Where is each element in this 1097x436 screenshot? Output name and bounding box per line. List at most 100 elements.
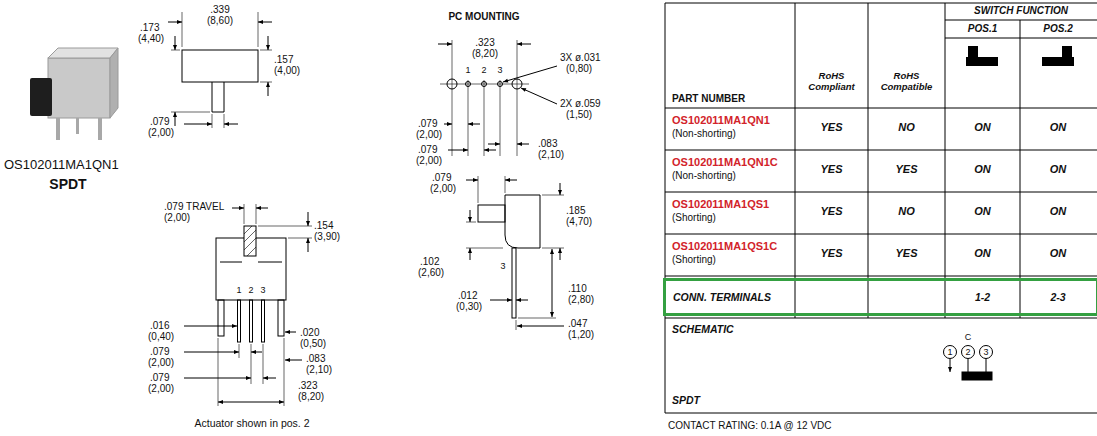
dimension-label: .079 (418, 144, 437, 155)
pc-mounting-drawing-part (521, 88, 557, 104)
dimension-label: .016 (150, 320, 169, 331)
dimension-label: (0,80) (566, 63, 592, 74)
table-cell: YES (820, 248, 842, 259)
rating-note: CONTACT RATING: 0.1A @ 12 VDC (668, 421, 832, 431)
dimension-label: (2,60) (418, 267, 444, 278)
dimension-label: .079 (150, 372, 169, 383)
top-view-drawing-part (175, 36, 176, 50)
table-header: POS.2 (1043, 24, 1072, 34)
table-header: PART NUMBER (672, 94, 745, 104)
dimension-label: (8,20) (298, 391, 324, 402)
bottom-view-drawing-part (218, 300, 224, 336)
table-header: RoHS Compatible (877, 70, 937, 92)
bottom-view-drawing (184, 204, 312, 406)
dimension-label: (0,30) (456, 301, 482, 312)
side-view-drawing-part (512, 248, 516, 318)
part-number: OS102011MA1QN1 (672, 115, 770, 126)
table-row-label: SPDT (672, 395, 700, 406)
switch-photo-part (110, 48, 118, 118)
table-cell: ON (974, 206, 991, 217)
table-header: RoHS Compliant (802, 70, 862, 92)
switch-position-icon-part (1042, 57, 1074, 66)
top-view-drawing (168, 12, 272, 128)
spdt-schematic-symbol-part (950, 359, 951, 372)
dimension-label: .079 (150, 116, 169, 127)
bottom-view-drawing-part (308, 212, 309, 226)
bottom-view-drawing-part (251, 352, 262, 353)
dimension-label: (1,20) (568, 329, 594, 340)
dimension-label: .110 (568, 283, 587, 294)
top-view-drawing-part (171, 12, 272, 128)
terminal-pair: 2-3 (1050, 292, 1065, 303)
bottom-view-drawing-part (184, 326, 237, 327)
bottom-view-drawing-part (238, 300, 241, 342)
bottom-view-drawing-part (308, 238, 309, 252)
table-cell: ON (1050, 248, 1067, 259)
pc-mounting-drawing-part (438, 44, 452, 45)
bottom-view-drawing-part (244, 226, 256, 256)
dimension-label: .079 (150, 346, 169, 357)
table-cell: YES (895, 164, 917, 175)
dimension-label: .102 (420, 256, 439, 267)
dimension-label: .079 (418, 118, 437, 129)
table-header: POS.1 (968, 24, 997, 34)
bottom-view-drawing-part (285, 360, 302, 361)
dimension-label: .157 (274, 54, 293, 65)
dimension-label: .154 (314, 220, 333, 231)
top-view-drawing-part (168, 22, 182, 23)
dimension-label: (0,40) (148, 331, 174, 342)
side-view-drawing-part (478, 205, 505, 222)
top-view-drawing-part (224, 124, 238, 125)
dimension-label: 3X ø.031 (560, 52, 601, 63)
table-cell: YES (820, 206, 842, 217)
spdt-schematic-symbol-part (968, 359, 986, 373)
switch-position-icon (966, 46, 1074, 66)
terminal-label: 3 (983, 348, 988, 357)
pc-mounting-drawing-part (440, 40, 529, 156)
bottom-view-drawing-part (250, 300, 253, 342)
bottom-view-drawing-part (184, 378, 251, 379)
pc-mounting-drawing-part (484, 150, 496, 151)
side-view-drawing-part (516, 300, 528, 301)
pin-number: 2 (481, 66, 486, 75)
pin-number: 2 (248, 286, 253, 295)
row-label: CONN. TERMINALS (673, 292, 771, 303)
bottom-view-drawing-part (244, 226, 256, 256)
dimension-label: (2,00) (430, 183, 456, 194)
table-grid (665, 3, 1097, 413)
pc-mounting-drawing-part (503, 66, 557, 82)
table-row-label: SCHEMATIC (672, 324, 734, 335)
dimension-label: (2,10) (306, 364, 332, 375)
bottom-view-drawing-part (220, 262, 282, 263)
terminal-label: 1 (947, 348, 952, 357)
view-heading: PC MOUNTING (448, 12, 519, 22)
bottom-view-drawing-part (263, 378, 276, 379)
top-view-drawing-part (258, 22, 272, 23)
pc-mounting-drawing-part (444, 124, 452, 125)
dimension-label: (2,00) (148, 127, 174, 138)
table-cell: YES (820, 122, 842, 133)
pin-number: 1 (236, 286, 241, 295)
dimension-label: (2,00) (164, 212, 190, 223)
side-view-drawing-part (466, 180, 478, 181)
side-view-drawing-part (490, 300, 512, 301)
highlight-box: CONN. TERMINALS 1-2 2-3 (663, 278, 1097, 316)
dimension-label: .020 (300, 327, 319, 338)
dimension-label: .339 (210, 4, 229, 15)
pc-mounting-drawing (438, 40, 557, 156)
dimension-label: .079 TRAVEL (164, 201, 224, 212)
bottom-view-drawing-part (278, 300, 284, 336)
pc-mounting-drawing-part (468, 124, 480, 125)
table-cell: ON (974, 164, 991, 175)
bottom-view-drawing-part (218, 402, 284, 403)
switch-photo-part (48, 58, 110, 118)
spdt-schematic-symbol-part (962, 346, 975, 359)
dimension-label: (2,10) (538, 149, 564, 160)
terminal-pair: 1-2 (975, 292, 990, 303)
pin-number: 1 (465, 66, 470, 75)
bottom-view-drawing-part (285, 332, 296, 333)
switch-position-icon-part (1062, 46, 1072, 57)
bottom-view-drawing-part (232, 208, 244, 209)
table-cell: NO (898, 206, 915, 217)
